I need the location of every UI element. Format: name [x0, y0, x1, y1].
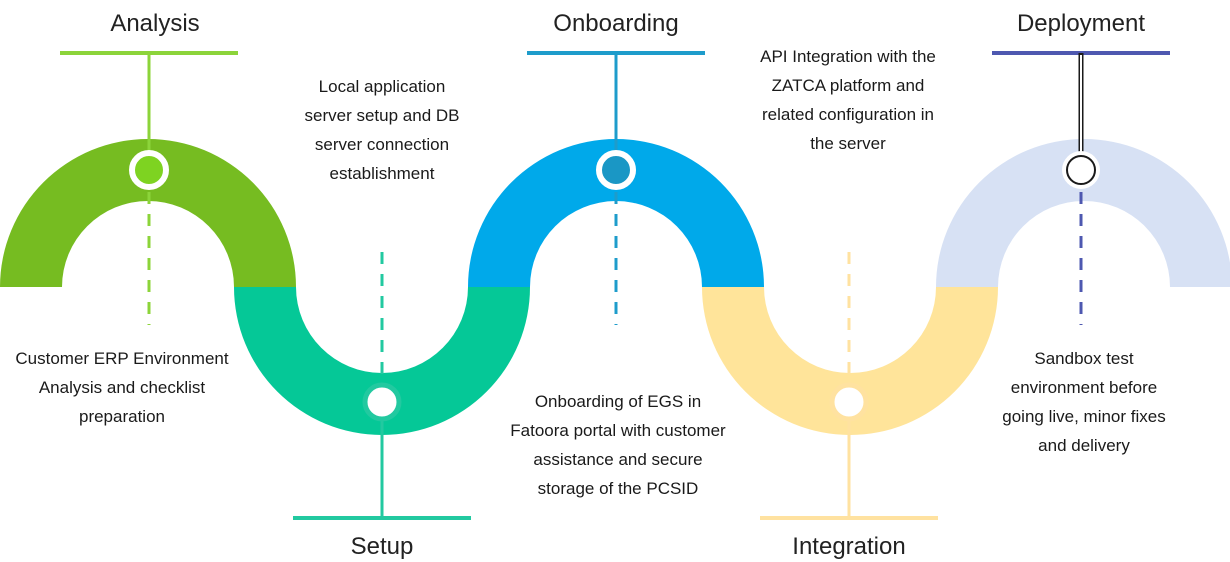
integration-node-icon	[829, 382, 869, 422]
setup-title: Setup	[350, 533, 414, 560]
deployment-description: Sandbox test environment before going li…	[1002, 349, 1166, 455]
integration-title: Integration	[792, 533, 906, 560]
analysis-arc-band	[0, 139, 296, 287]
deployment-arc-band	[936, 139, 1230, 287]
deployment-node-icon	[1066, 155, 1096, 185]
setup-arc-band	[234, 287, 530, 435]
analysis-description: Customer ERP Environment Analysis and ch…	[15, 349, 229, 426]
onboarding-arc-band	[468, 139, 764, 287]
onboarding-description: Onboarding of EGS in Fatoora portal with…	[510, 392, 726, 498]
analysis-title: Analysis	[110, 10, 200, 37]
onboarding-node-icon	[596, 150, 636, 190]
analysis-node-icon	[129, 150, 169, 190]
setup-node-icon	[362, 382, 402, 422]
integration-description: API Integration with the ZATCA platform …	[760, 47, 936, 153]
integration-arc-band	[702, 287, 998, 435]
deployment-title: Deployment	[1016, 10, 1146, 37]
setup-description: Local application server setup and DB se…	[304, 77, 460, 183]
onboarding-title: Onboarding	[553, 10, 679, 37]
